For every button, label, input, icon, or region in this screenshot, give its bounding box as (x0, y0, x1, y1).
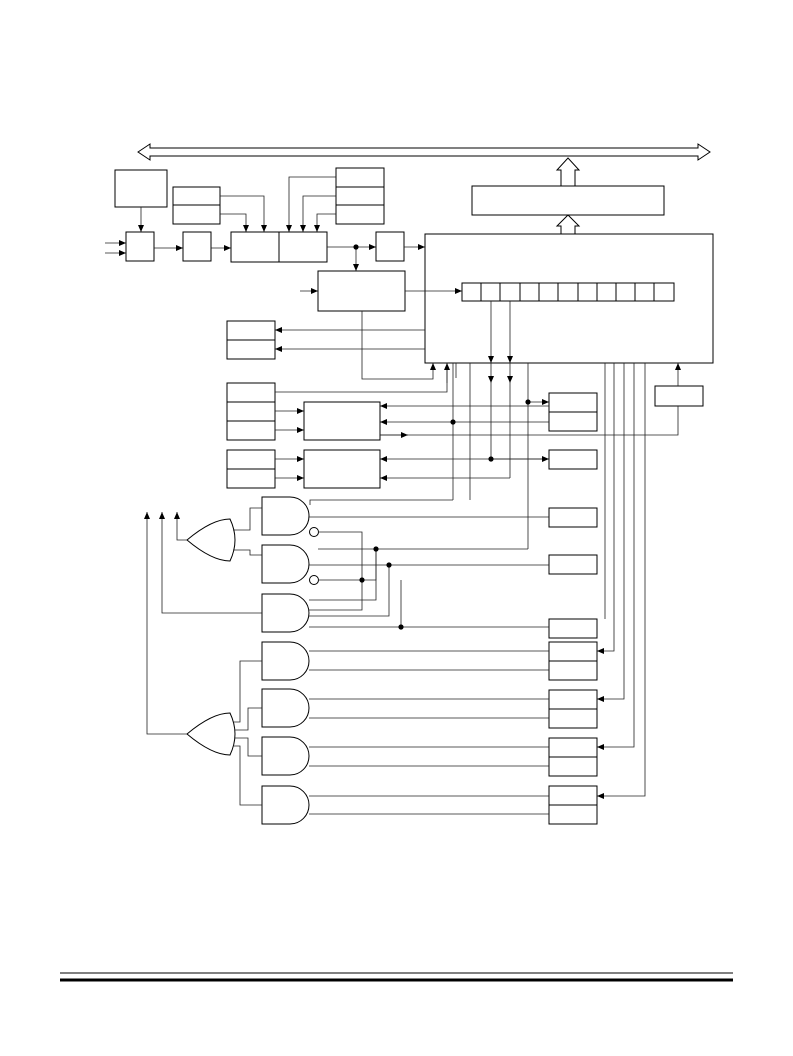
and-gates (261, 496, 319, 825)
counter-high-block (278, 231, 328, 263)
enable-register-2b (548, 708, 598, 729)
capture-register-3 (226, 420, 276, 441)
enable-register-2a (548, 689, 598, 710)
bus-connector-top (555, 157, 581, 187)
side-register (654, 385, 704, 407)
status-register-4 (548, 507, 598, 528)
enable-register-4a (548, 785, 598, 806)
junction-dots (353, 244, 531, 630)
select-register-lower (172, 204, 221, 225)
prescaler-block (182, 231, 212, 262)
enable-register-1a (548, 641, 598, 662)
capture-logic-1 (303, 401, 381, 441)
counter-low-block (230, 231, 280, 263)
status-register-1 (548, 392, 598, 413)
enable-register-4b (548, 804, 598, 825)
select-register-upper (172, 186, 221, 206)
status-register-2 (548, 411, 598, 432)
capture-logic-2 (303, 449, 381, 489)
config-register-2 (335, 186, 385, 206)
register-cells (461, 282, 675, 302)
data-bus (137, 143, 711, 161)
config-register-3 (335, 204, 385, 225)
capture-register-2 (226, 401, 276, 422)
wires (105, 176, 681, 815)
status-register-3 (548, 449, 598, 470)
bus-connector-lower (555, 214, 581, 235)
capture-register-5 (226, 468, 276, 489)
output-register-1 (226, 320, 276, 341)
mux-block (125, 231, 155, 262)
capture-register-4 (226, 449, 276, 470)
config-register-1 (335, 167, 385, 188)
capture-register-1 (226, 382, 276, 403)
status-register-6 (548, 618, 598, 639)
output-register-2 (226, 339, 276, 360)
status-register-5 (548, 554, 598, 575)
enable-register-1b (548, 660, 598, 681)
compare-block (317, 270, 406, 312)
source-block (114, 169, 168, 208)
bus-interface-block (471, 185, 665, 216)
enable-register-3b (548, 756, 598, 777)
latch-block (375, 231, 405, 262)
or-gates (186, 518, 236, 756)
enable-register-3a (548, 737, 598, 758)
